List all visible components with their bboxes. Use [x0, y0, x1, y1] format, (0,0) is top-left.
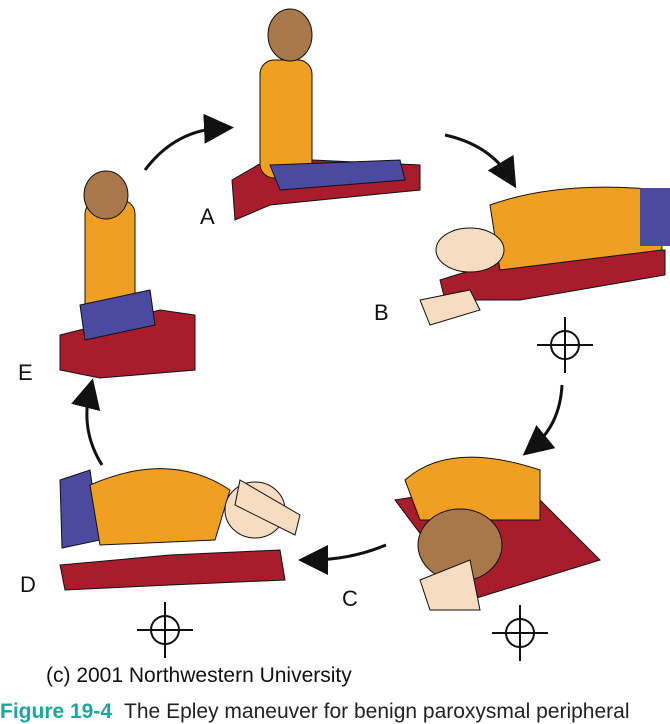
position-d-figure	[59, 468, 301, 591]
label-b: B	[374, 300, 389, 325]
figure-caption: Figure 19-4 The Epley maneuver for benign…	[0, 700, 629, 724]
position-e-figure	[59, 170, 196, 379]
position-c-figure	[394, 456, 601, 611]
label-a: A	[200, 204, 215, 229]
crosshair-icon	[491, 604, 549, 662]
label-d: D	[20, 572, 36, 597]
position-a-figure	[231, 8, 421, 221]
crosshair-icon	[536, 316, 594, 374]
label-e: E	[18, 360, 33, 385]
label-c: C	[342, 586, 358, 611]
figure-number: Figure 19-4	[0, 700, 113, 723]
caption-text: The Epley maneuver for benign paroxysmal…	[124, 700, 630, 723]
crosshair-icon	[136, 601, 194, 659]
copyright: (c) 2001 Northwestern University	[46, 664, 352, 687]
position-b-figure	[419, 186, 670, 326]
arrows	[71, 113, 564, 575]
